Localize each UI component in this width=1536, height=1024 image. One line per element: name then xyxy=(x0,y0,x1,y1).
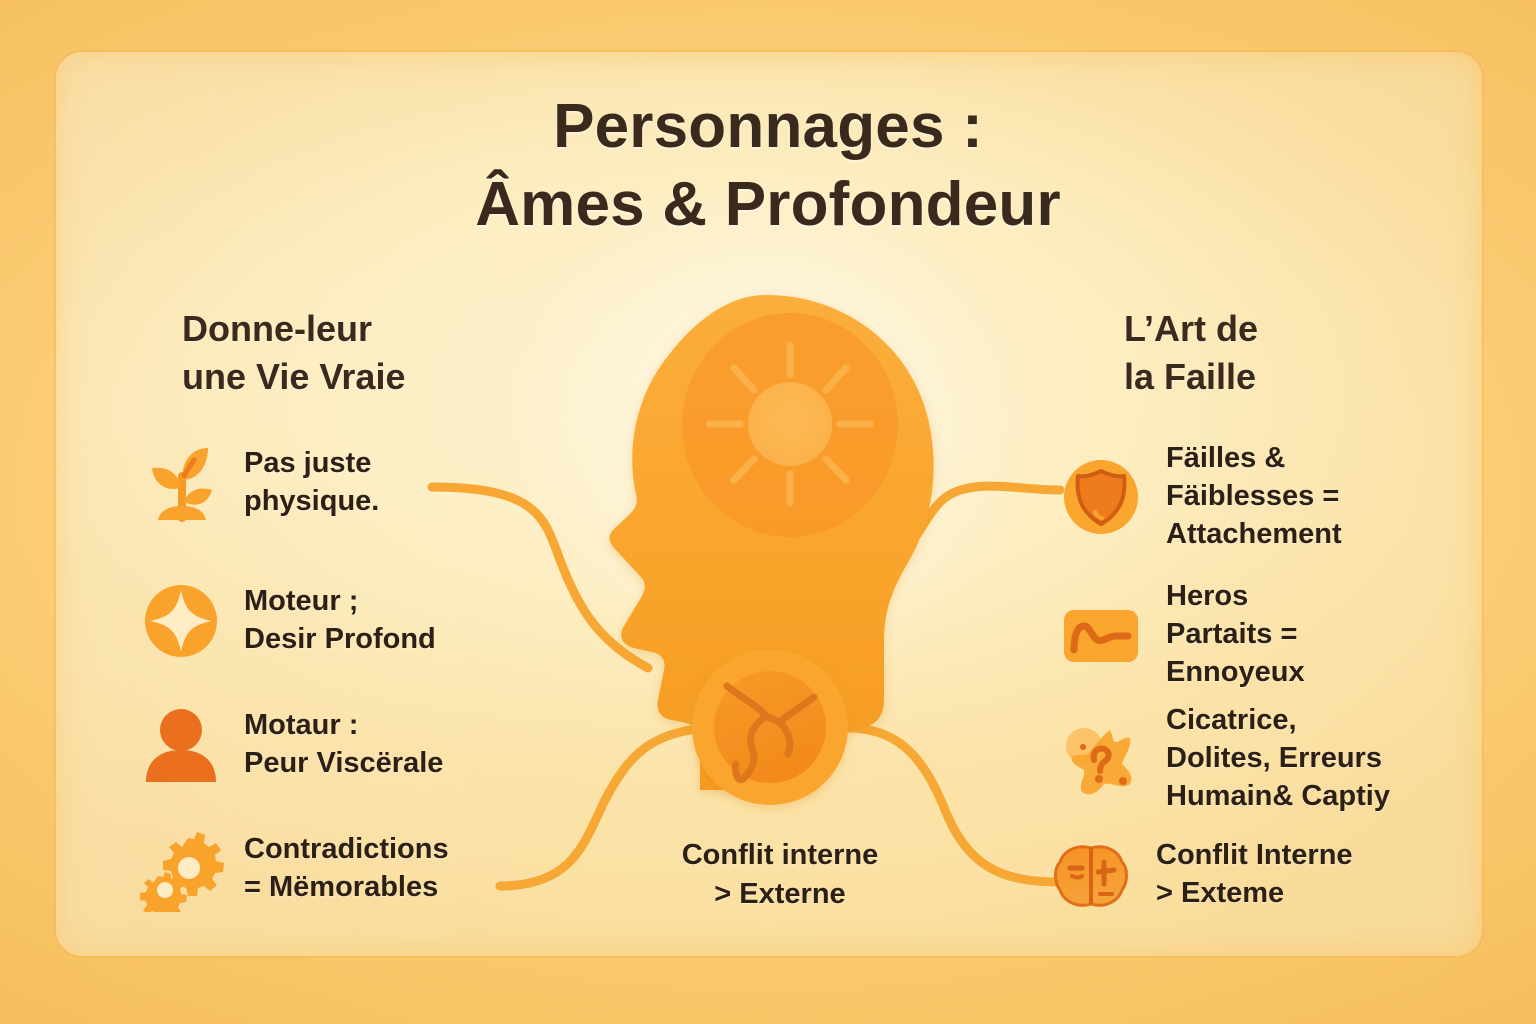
left-item-3-text: Motaur : Peur Viscërale xyxy=(244,707,443,783)
right-item-3-line-3: Humain& Captiy xyxy=(1166,779,1390,812)
right-item-2-text: Heros Partaits = Ennoyeux xyxy=(1166,578,1305,692)
center-caption: Conflit interne > Externe xyxy=(600,836,960,913)
right-column-heading: L’Art de la Faille xyxy=(1124,305,1454,400)
scar-question-icon xyxy=(1058,716,1144,802)
left-item-2[interactable]: Moteur ; Desir Profond xyxy=(138,578,498,664)
left-item-4-text: Contradictions = Mëmorables xyxy=(244,831,449,907)
right-item-3-line-2: Dolites, Erreurs xyxy=(1166,741,1382,774)
left-item-3-line-1: Motaur : xyxy=(244,709,359,742)
left-column-heading: Donne-leur une Vie Vraie xyxy=(182,305,512,400)
left-heading-line-2: une Vie Vraie xyxy=(182,355,406,397)
sprout-icon xyxy=(138,440,224,526)
right-item-1-line-2: Fäiblesses = xyxy=(1166,479,1340,512)
right-item-2-line-1: Heros xyxy=(1166,580,1249,612)
right-heading-line-2: la Faille xyxy=(1124,355,1257,397)
person-icon xyxy=(138,702,224,788)
left-heading-line-1: Donne-leur xyxy=(182,308,373,349)
right-item-2-line-3: Ennoyeux xyxy=(1166,655,1305,688)
left-item-2-text: Moteur ; Desir Profond xyxy=(244,583,436,659)
shield-circle-icon xyxy=(1058,454,1144,540)
left-item-2-line-2: Desir Profond xyxy=(244,623,436,655)
right-heading-line-1: L’Art de xyxy=(1124,308,1259,349)
right-item-2-line-2: Partaits = xyxy=(1166,617,1298,650)
brain-icon xyxy=(1048,832,1134,918)
title-line-1: Personnages : xyxy=(553,92,983,161)
center-caption-line-2: > Externe xyxy=(714,877,846,910)
right-item-3-line-1: Cicatrice, xyxy=(1166,704,1297,736)
gears-icon xyxy=(138,826,224,912)
right-item-1-line-3: Attachement xyxy=(1166,517,1342,550)
left-item-1-line-1: Pas juste xyxy=(244,447,372,480)
right-item-3[interactable]: Cicatrice, Dolites, Erreurs Humain& Capt… xyxy=(1058,702,1488,816)
right-item-1[interactable]: Fäilles & Fäiblesses = Attachement xyxy=(1058,440,1478,554)
page-title: Personnages : Âmes & Profondeur xyxy=(0,88,1536,244)
left-item-4-line-2: = Mëmorables xyxy=(244,871,439,903)
left-item-2-line-1: Moteur ; xyxy=(244,585,359,618)
left-item-3[interactable]: Motaur : Peur Viscërale xyxy=(138,702,498,788)
right-item-3-text: Cicatrice, Dolites, Erreurs Humain& Capt… xyxy=(1166,702,1390,816)
right-item-4-line-1: Conflit Interne xyxy=(1156,839,1353,872)
left-item-1[interactable]: Pas juste physique. xyxy=(138,440,498,526)
right-item-1-line-1: Fäilles & xyxy=(1166,442,1286,474)
right-item-2[interactable]: Heros Partaits = Ennoyeux xyxy=(1058,578,1478,692)
left-item-4-line-1: Contradictions xyxy=(244,833,449,866)
right-item-4-line-2: > Exteme xyxy=(1156,877,1285,909)
right-item-1-text: Fäilles & Fäiblesses = Attachement xyxy=(1166,440,1342,554)
flatline-card-icon xyxy=(1058,592,1144,678)
left-item-4[interactable]: Contradictions = Mëmorables xyxy=(138,826,518,912)
right-item-4-text: Conflit Interne > Exteme xyxy=(1156,837,1353,913)
left-item-3-line-2: Peur Viscërale xyxy=(244,747,444,779)
left-item-1-text: Pas juste physique. xyxy=(244,445,379,521)
left-item-1-line-2: physique. xyxy=(244,485,380,517)
sparkle-circle-icon xyxy=(138,578,224,664)
right-item-4[interactable]: Conflit Interne > Exteme xyxy=(1048,832,1478,918)
center-caption-line-1: Conflit interne xyxy=(681,839,879,871)
title-line-2: Âmes & Profondeur xyxy=(475,170,1061,240)
